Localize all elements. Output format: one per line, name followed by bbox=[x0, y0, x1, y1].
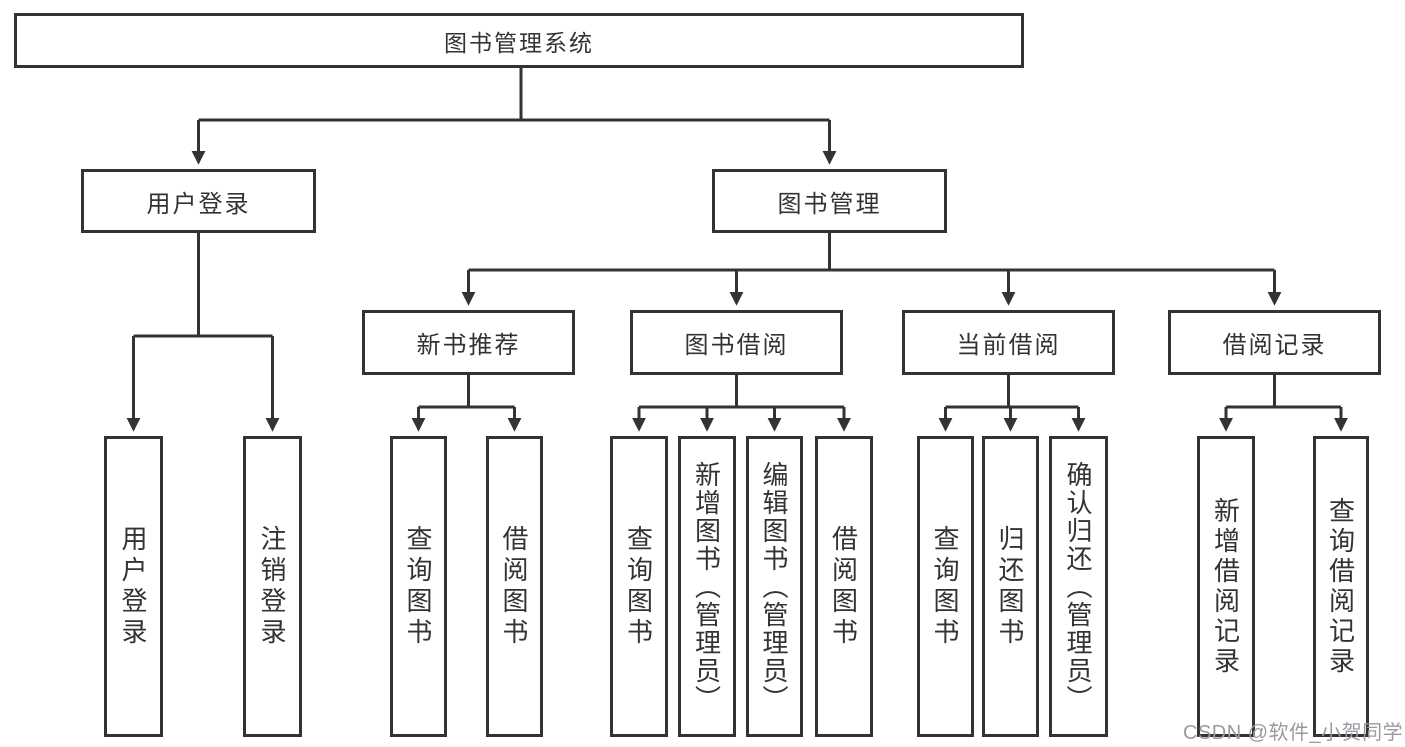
leaf-nbr-query-books-label: 查询图书 bbox=[403, 524, 433, 649]
leaf-bb-edit-books-admin: 编辑图书（管理员） bbox=[746, 436, 803, 737]
csdn-watermark: CSDN @软件_小贺同学 bbox=[1183, 722, 1404, 744]
leaf-bb-add-books-admin-label: 新增图书（管理员） bbox=[691, 460, 722, 713]
leaf-cb-confirm-return-admin: 确认归还（管理员） bbox=[1049, 436, 1108, 737]
node-current-borrow-label: 当前借阅 bbox=[956, 332, 1061, 359]
node-book-borrow-label: 图书借阅 bbox=[684, 332, 789, 359]
leaf-bb-borrow-books-label: 借阅图书 bbox=[828, 524, 859, 649]
node-borrow-records-label: 借阅记录 bbox=[1222, 332, 1327, 359]
node-root-label: 图书管理系统 bbox=[444, 29, 594, 56]
node-new-book-recommend: 新书推荐 bbox=[362, 310, 575, 375]
leaf-cb-return-books: 归还图书 bbox=[982, 436, 1039, 737]
leaf-nbr-query-books: 查询图书 bbox=[390, 436, 447, 737]
node-book-management: 图书管理 bbox=[712, 169, 947, 233]
leaf-nbr-borrow-books: 借阅图书 bbox=[486, 436, 543, 737]
node-user-login: 用户登录 bbox=[81, 169, 316, 233]
leaf-logout: 注销登录 bbox=[243, 436, 302, 737]
leaf-bb-edit-books-admin-label: 编辑图书（管理员） bbox=[759, 460, 789, 713]
leaf-bb-add-books-admin: 新增图书（管理员） bbox=[678, 436, 736, 737]
leaf-br-query-record-label: 查询借阅记录 bbox=[1325, 496, 1356, 677]
leaf-nbr-borrow-books-label: 借阅图书 bbox=[499, 524, 529, 649]
leaf-cb-confirm-return-admin-label: 确认归还（管理员） bbox=[1063, 460, 1093, 713]
node-root-library-management-system: 图书管理系统 bbox=[14, 13, 1024, 68]
leaf-bb-query-books-label: 查询图书 bbox=[623, 524, 654, 649]
leaf-br-query-record: 查询借阅记录 bbox=[1313, 436, 1369, 737]
leaf-cb-return-books-label: 归还图书 bbox=[995, 524, 1025, 649]
node-user-login-label: 用户登录 bbox=[146, 190, 251, 218]
node-book-management-label: 图书管理 bbox=[777, 190, 882, 218]
leaf-cb-query-books-label: 查询图书 bbox=[930, 524, 960, 649]
leaf-br-add-record-label: 新增借阅记录 bbox=[1210, 496, 1241, 677]
node-current-borrow: 当前借阅 bbox=[902, 310, 1115, 375]
node-book-borrow: 图书借阅 bbox=[630, 310, 843, 375]
leaf-cb-query-books: 查询图书 bbox=[917, 436, 974, 737]
node-new-book-recommend-label: 新书推荐 bbox=[416, 332, 521, 359]
node-borrow-records: 借阅记录 bbox=[1168, 310, 1381, 375]
leaf-logout-label: 注销登录 bbox=[257, 524, 287, 649]
leaf-user-login-label: 用户登录 bbox=[118, 524, 148, 649]
leaf-user-login: 用户登录 bbox=[104, 436, 163, 737]
leaf-br-add-record: 新增借阅记录 bbox=[1197, 436, 1255, 737]
leaf-bb-query-books: 查询图书 bbox=[610, 436, 668, 737]
leaf-bb-borrow-books: 借阅图书 bbox=[815, 436, 873, 737]
